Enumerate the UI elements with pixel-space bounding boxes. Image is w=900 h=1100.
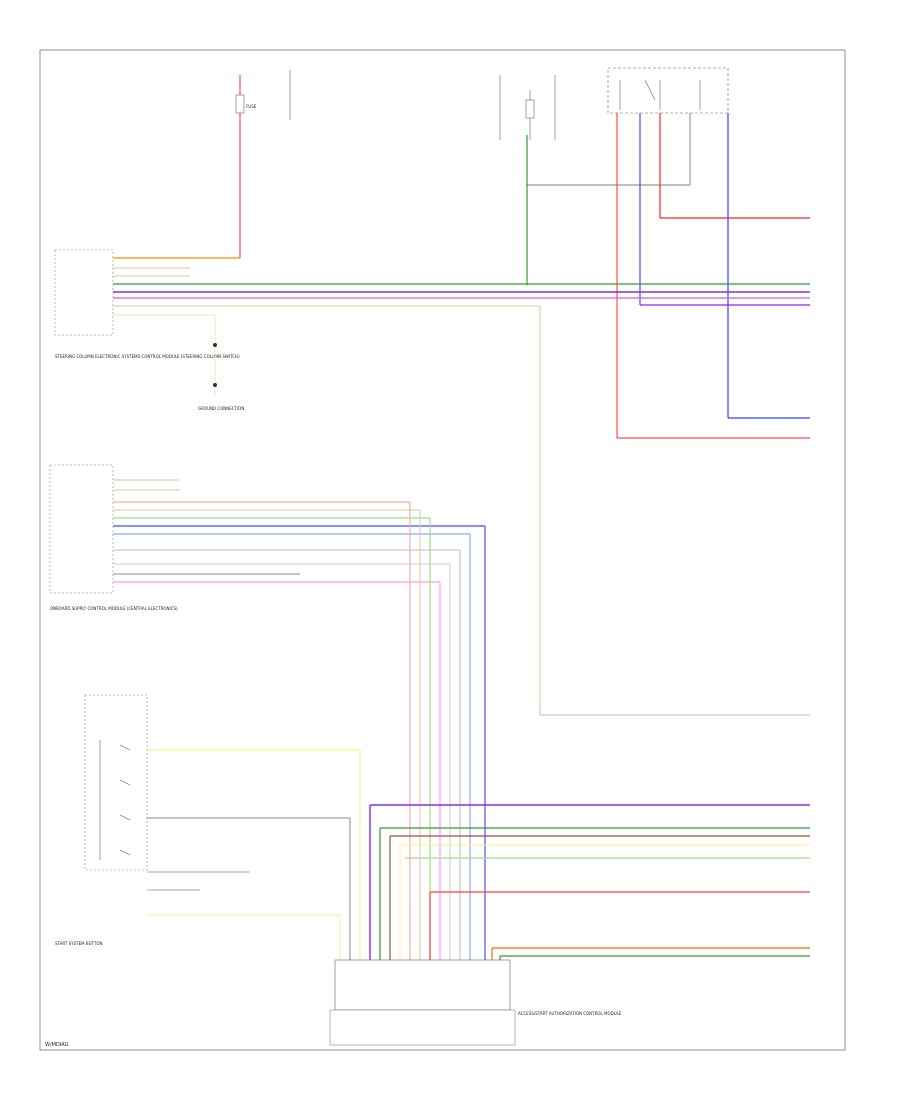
ecu-onboard-supply: ONBOARD SUPPLY CONTROL MODULE (CENTRAL E…	[49, 464, 485, 611]
wire-bundle	[409, 502, 486, 960]
ecu-steering-column: STEERING COLUMN ELECTRONIC SYSTEMS CONTR…	[54, 249, 810, 716]
fuse-label: FUSE	[246, 104, 257, 109]
ecu2-label: ONBOARD SUPPLY CONTROL MODULE (CENTRAL E…	[50, 606, 178, 611]
start-button-switch: START SYSTEM BUTTON	[55, 694, 361, 960]
ground-label: GROUND CONNECTION	[198, 406, 244, 411]
ecu1-label: STEERING COLUMN ELECTRONIC SYSTEMS CONTR…	[55, 354, 240, 359]
gateway-label: ACCESS/START AUTHORIZATION CONTROL MODUL…	[518, 1011, 622, 1016]
relay-box-top-right	[607, 67, 810, 439]
start-button-label: START SYSTEM BUTTON	[55, 941, 102, 946]
diagram-frame	[39, 49, 846, 1051]
gateway-module: ACCESS/START AUTHORIZATION CONTROL MODUL…	[329, 959, 622, 1046]
figure-code: W/MDIAG	[45, 1042, 69, 1048]
right-wires	[369, 804, 810, 960]
fuse-box-center	[499, 75, 690, 285]
fuse-top-left: FUSE	[235, 70, 291, 255]
